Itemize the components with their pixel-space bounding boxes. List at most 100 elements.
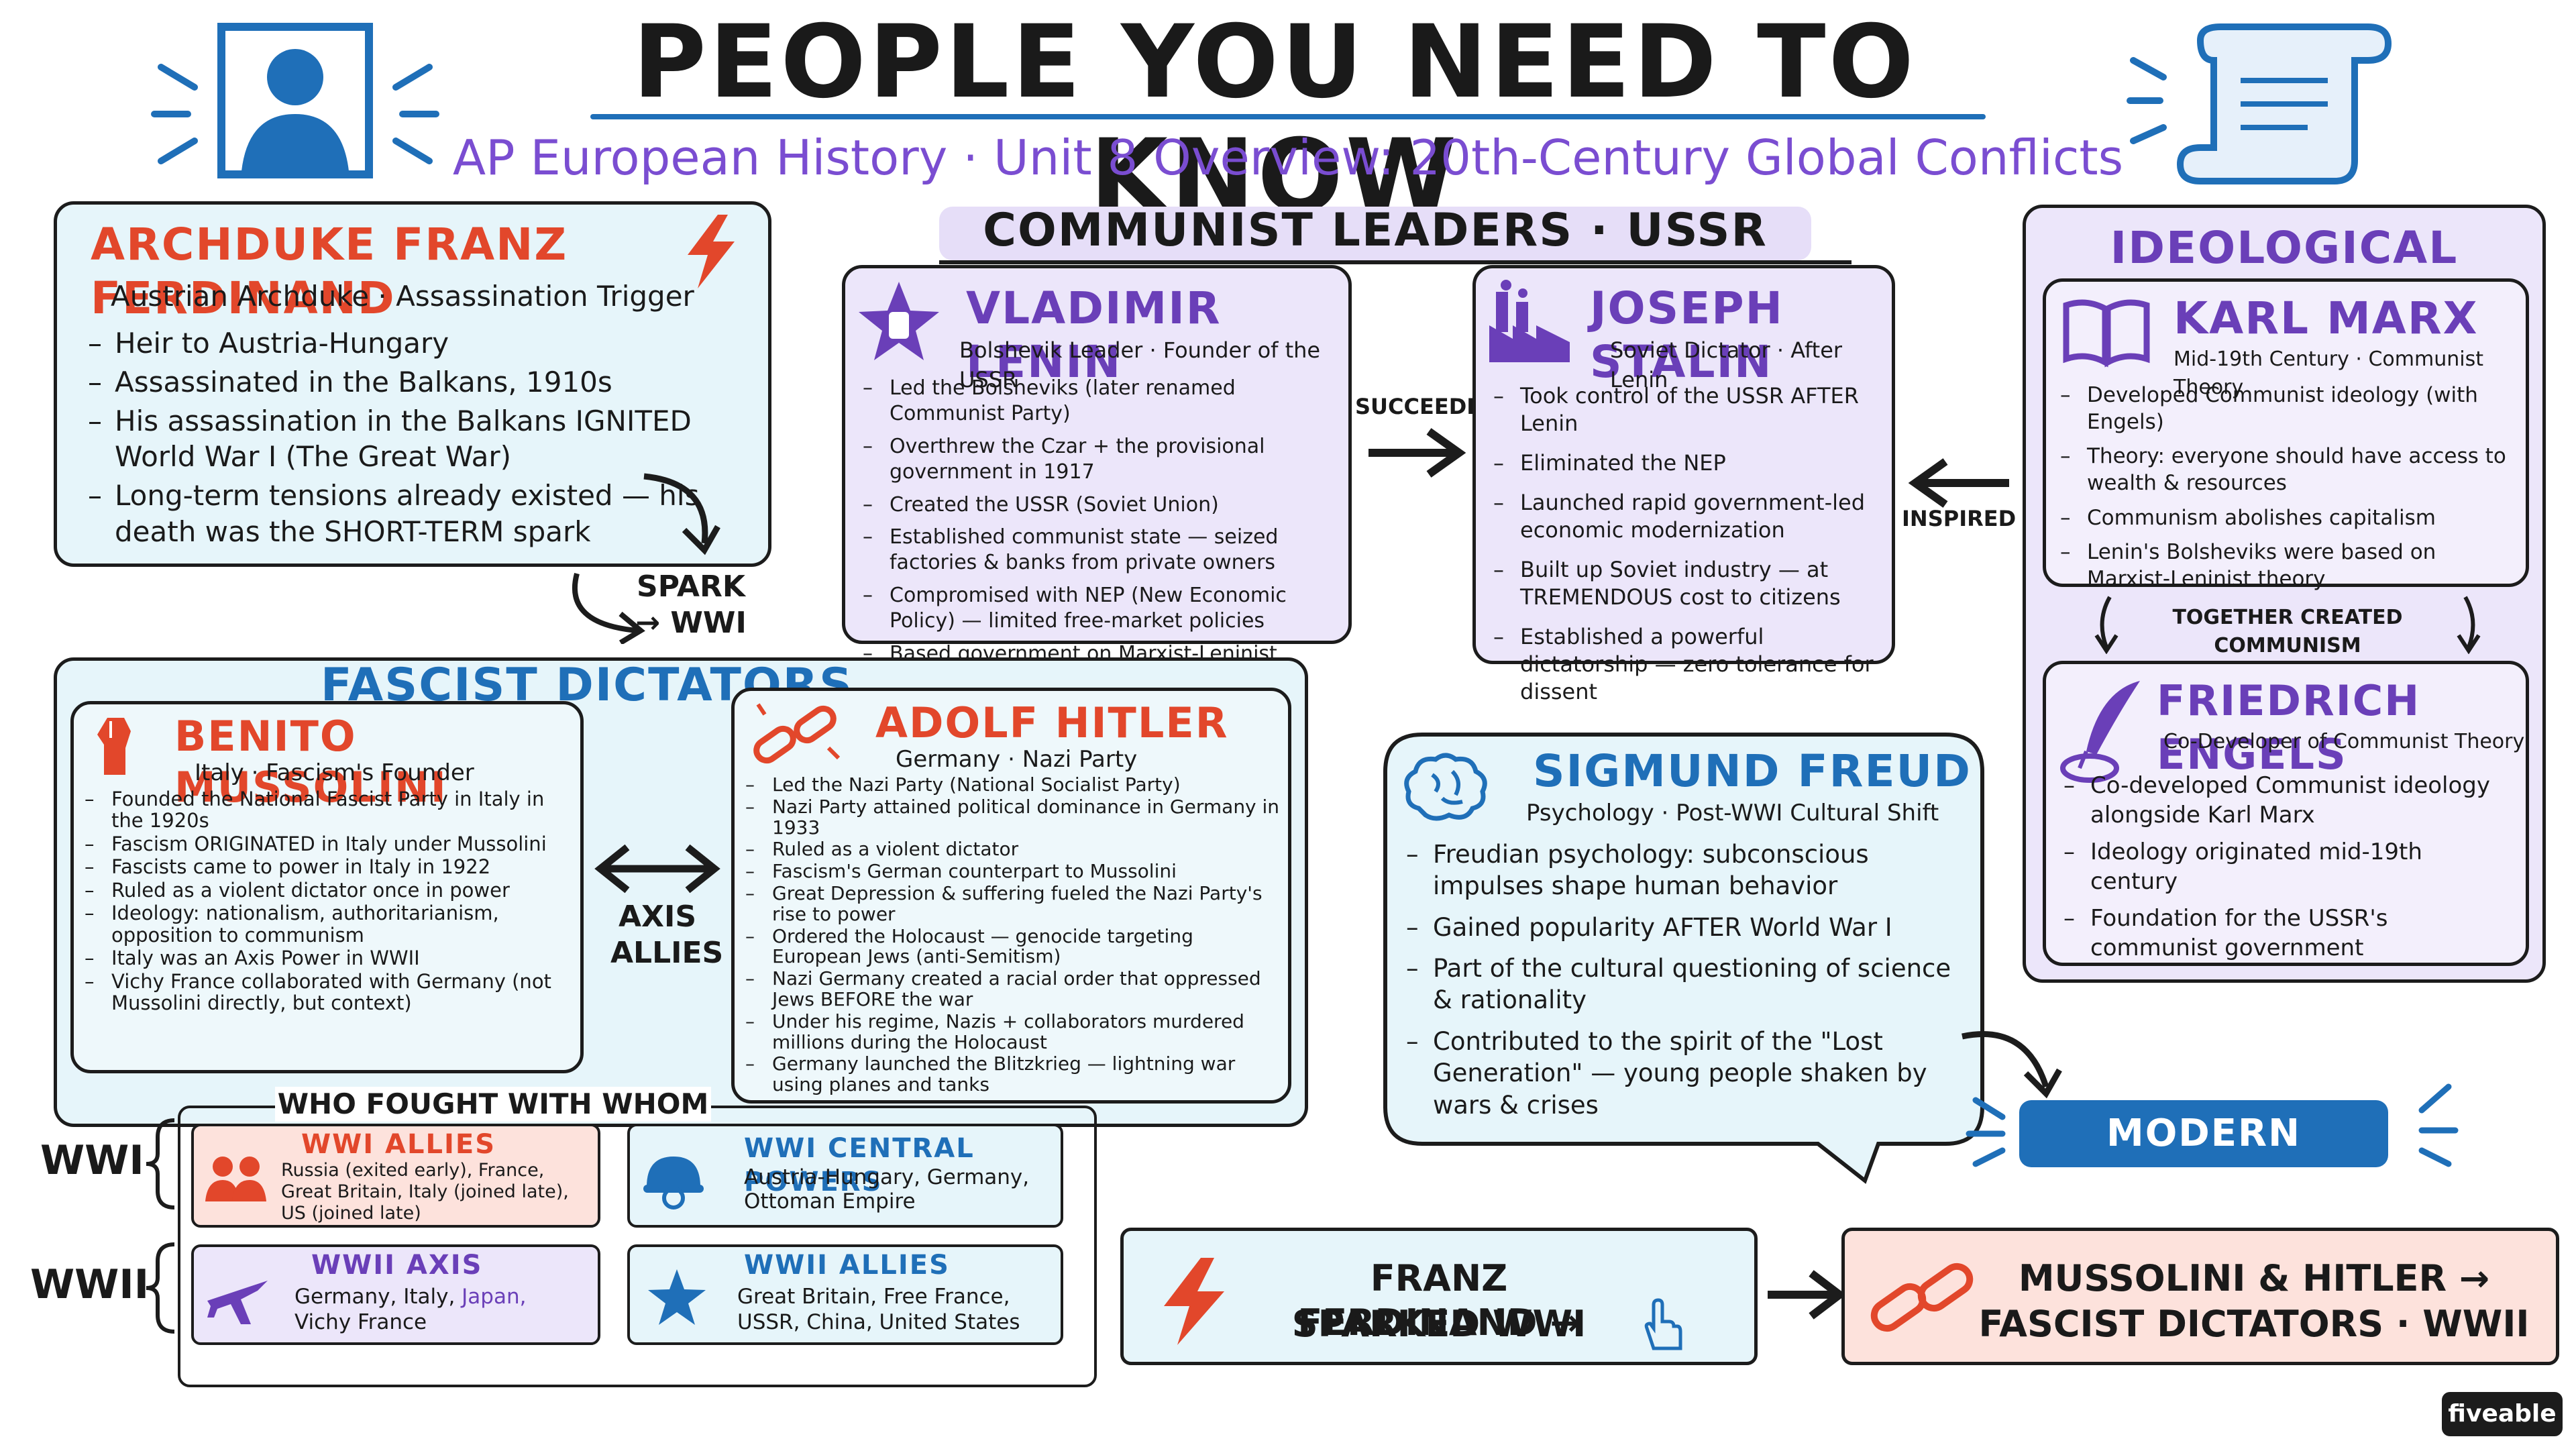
mussolini-card: BENITO MUSSOLINI Italy · Fascism's Found… [70, 701, 584, 1073]
lightning-icon [681, 215, 741, 288]
ferdinand-bullets: Heir to Austria-Hungary Assassinated in … [84, 325, 701, 550]
engels-name: FRIEDRICH ENGELS [2157, 676, 2421, 779]
freud-role: Psychology · Post-WWI Cultural Shift [1526, 800, 1939, 826]
scroll-icon [2120, 20, 2402, 188]
list-item: Heir to Austria-Hungary [84, 325, 701, 362]
lenin-bullets: Led the Bolsheviks (later renamed Commun… [859, 376, 1342, 692]
arrow-right-icon [1365, 426, 1466, 480]
axis-allies-label: AXIS ALLIES [610, 900, 724, 970]
hitler-name: ADOLF HITLER [875, 698, 1229, 747]
stalin-card: JOSEPH STALIN Soviet Dictator · After Le… [1472, 265, 1895, 704]
list-item: Under his regime, Nazis + collaborators … [741, 1011, 1285, 1053]
hitler-card: ADOLF HITLER Germany · Nazi Party Led th… [731, 688, 1291, 1104]
summary-fascist-line2: FASCIST DICTATORS · WWII [1978, 1303, 2530, 1345]
freud-speech-bubble: SIGMUND FREUD Psychology · Post-WWI Cult… [1382, 731, 1986, 1187]
wwii-axis-text-c: Vichy France [294, 1310, 427, 1334]
summary-ferdinand-line1: FRANZ FERDINAND → [1297, 1257, 1580, 1344]
list-item: Great Depression & suffering fueled the … [741, 883, 1285, 925]
pointer-hand-icon[interactable] [1637, 1298, 1684, 1352]
people-icon [204, 1153, 268, 1203]
modern-culture-sparks-left [1962, 1090, 2023, 1171]
quill-icon [2059, 678, 2147, 785]
list-item: Assassinated in the Balkans, 1910s [84, 364, 701, 400]
down-arrow-right-icon [2455, 594, 2482, 655]
broken-chain-icon [748, 698, 842, 771]
list-item: Led the Nazi Party (National Socialist P… [741, 774, 1285, 796]
modern-culture-sparks-right [2402, 1077, 2462, 1171]
engels-role: Co-Developer of Communist Theory [2163, 730, 2525, 753]
fascist-panel: FASCIST DICTATORS BENITO MUSSOLINI Italy… [54, 657, 1308, 1127]
communist-section-highlight [939, 207, 1811, 260]
list-item: Co-developed Communist ideology alongsid… [2059, 771, 2516, 830]
list-item: Fascism ORIGINATED in Italy under Mussol… [80, 833, 577, 855]
stalin-name: JOSEPH STALIN [1590, 282, 1784, 388]
stalin-role: Soviet Dictator · After Lenin [1610, 337, 1843, 392]
modern-culture-banner: MODERN CULTURE [2019, 1100, 2388, 1222]
hitler-role: Germany · Nazi Party [896, 746, 1138, 773]
list-item: Created the USSR (Soviet Union) [859, 492, 1342, 519]
list-item: Lenin's Bolsheviks were based on Marxist… [2056, 539, 2519, 592]
spark-arrow-icon [564, 570, 651, 645]
star-icon [647, 1267, 707, 1328]
wwi-allies-title: WWI ALLIES [301, 1129, 496, 1160]
wwi-label: WWI [40, 1137, 144, 1184]
inspired-label: INSPIRED [1902, 506, 2017, 531]
list-item: Germany launched the Blitzkrieg — lightn… [741, 1054, 1285, 1095]
brand-logo: fiveable [2442, 1392, 2563, 1436]
list-item: Compromised with NEP (New Economic Polic… [859, 583, 1342, 635]
list-item: Freudian psychology: subconscious impuls… [1402, 839, 1952, 902]
list-item: Nazi Party attained political dominance … [741, 796, 1285, 839]
list-item: Established a powerful dictatorship — ze… [1489, 623, 1892, 706]
wwii-axis-text: Germany, Italy, Japan, Vichy France [294, 1284, 590, 1335]
summary-ferdinand-line2: SPARKED WWI [1291, 1303, 1587, 1345]
list-item: Launched rapid government-led economic m… [1489, 489, 1892, 544]
list-item: His assassination in the Balkans IGNITED… [84, 403, 701, 476]
list-item: Communism abolishes capitalism [2056, 505, 2519, 532]
wwii-allies-title: WWII ALLIES [744, 1250, 950, 1281]
marx-bullets: Developed Communist ideology (with Engel… [2056, 382, 2519, 593]
page-title: PEOPLE YOU NEED TO KNOW [633, 4, 1917, 235]
lightning-summary-icon [1157, 1258, 1231, 1345]
raised-fist-icon [84, 711, 144, 778]
ideological-roots-panel: IDEOLOGICAL ROOTS KARL MARX Mid-19th Cen… [2023, 205, 2546, 983]
list-item: Overthrew the Czar + the provisional gov… [859, 434, 1342, 486]
fist-star-icon [855, 278, 943, 366]
list-item: Gained popularity AFTER World War I [1402, 912, 1952, 944]
wwii-axis-box: WWII AXIS Germany, Italy, Japan, Vichy F… [191, 1244, 600, 1345]
lenin-card: VLADIMIR LENIN Bolshevik Leader · Founde… [842, 265, 1352, 691]
list-item: Led the Bolsheviks (later renamed Commun… [859, 376, 1342, 427]
chain-summary-icon [1865, 1254, 1979, 1342]
list-item: Founded the National Fascist Party in It… [80, 788, 577, 832]
wwii-axis-japan: Japan, [462, 1285, 527, 1309]
list-item: Italy was an Axis Power in WWII [80, 947, 577, 969]
mussolini-bullets: Founded the National Fascist Party in It… [80, 788, 577, 1014]
stalin-bullets: Took control of the USSR AFTER Lenin Eli… [1489, 382, 1892, 706]
freud-bullets: Freudian psychology: subconscious impuls… [1402, 839, 1952, 1121]
list-item: Ideology originated mid-19th century [2059, 838, 2516, 896]
ferdinand-role: Austrian Archduke · Assassination Trigge… [111, 280, 694, 313]
engels-card: FRIEDRICH ENGELS Co-Developer of Communi… [2043, 661, 2529, 966]
curved-arrow-icon [637, 470, 724, 557]
list-item: Foundation for the USSR's communist gove… [2059, 904, 2516, 963]
list-item: Developed Communist ideology (with Engel… [2056, 382, 2519, 435]
wwi-central-text: Austria-Hungary, Germany, Ottoman Empire [744, 1165, 1030, 1214]
wwi-central-powers-box: WWI CENTRAL POWERS Austria-Hungary, Germ… [627, 1124, 1063, 1228]
together-label: TOGETHER CREATED COMMUNISM [2172, 606, 2403, 657]
ferdinand-card: ARCHDUKE FRANZ FERDINAND Austrian Archdu… [54, 201, 771, 567]
wwii-axis-title: WWII AXIS [311, 1250, 483, 1281]
list-item: Vichy France collaborated with Germany (… [80, 971, 577, 1014]
wwii-allies-text: Great Britain, Free France, USSR, China,… [737, 1285, 1020, 1334]
book-icon [2059, 295, 2153, 369]
communist-section-title: COMMUNIST LEADERS · USSR [983, 204, 1768, 257]
list-item: Ideology: nationalism, authoritarianism,… [80, 902, 577, 946]
hitler-bullets: Led the Nazi Party (National Socialist P… [741, 774, 1285, 1095]
wwi-brace-icon [141, 1117, 181, 1211]
wwi-central-title: WWI CENTRAL POWERS [744, 1133, 975, 1197]
double-arrow-icon [590, 842, 724, 896]
wwii-label: WWII [30, 1261, 150, 1308]
summary-fascist-box: MUSSOLINI & HITLER → FASCIST DICTATORS ·… [1841, 1228, 2559, 1365]
list-item: Ruled as a violent dictator [741, 839, 1285, 860]
marx-name: KARL MARX [2174, 292, 2479, 344]
list-item: Fascism's German counterpart to Mussolin… [741, 861, 1285, 882]
ferdinand-name: ARCHDUKE FRANZ FERDINAND [91, 219, 568, 324]
